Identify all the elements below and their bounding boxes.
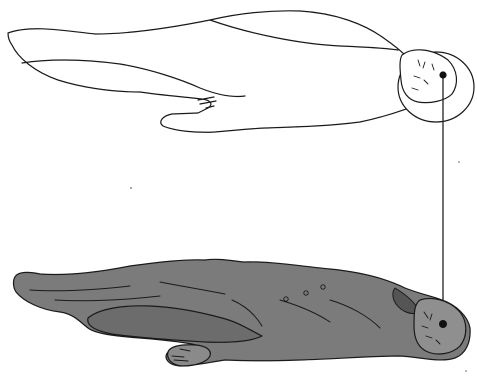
physical-body-silhouette <box>13 259 470 366</box>
spirit-body-outline <box>8 11 413 132</box>
lying-physical-body <box>13 259 470 366</box>
cord-dot-bottom <box>439 320 447 328</box>
cord-dot-top <box>439 71 446 78</box>
floating-spirit-figure <box>8 11 474 132</box>
